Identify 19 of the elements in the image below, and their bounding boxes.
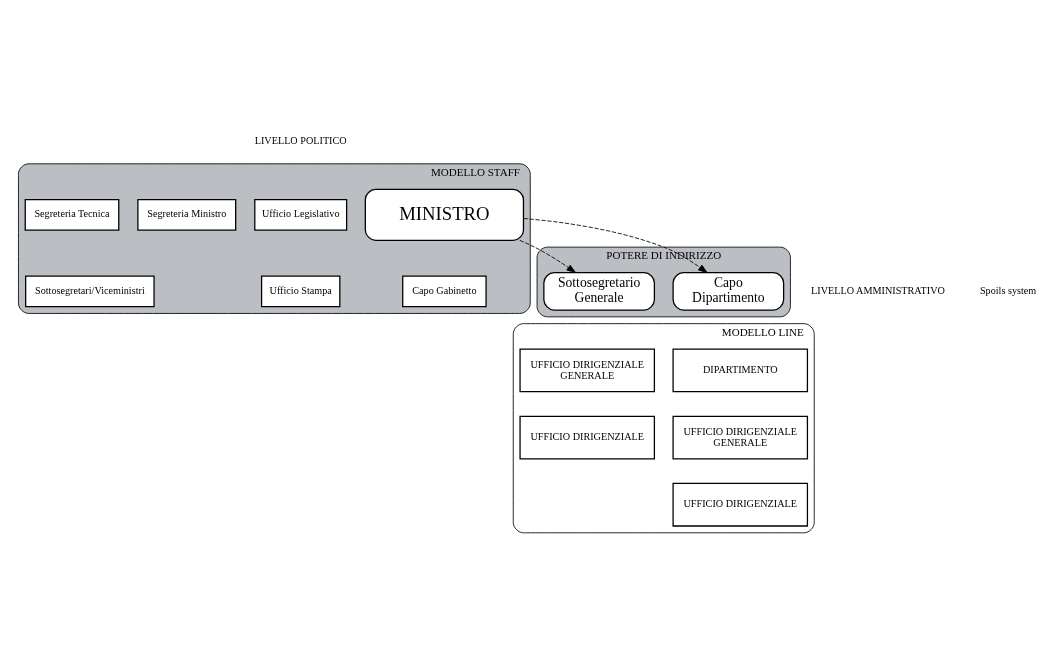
arrow xyxy=(523,218,708,273)
label: LIVELLO POLITICO xyxy=(254,135,347,147)
node-box: Segreteria Tecnica xyxy=(24,198,120,231)
label: Spoils system xyxy=(979,284,1037,296)
node-box: MINISTRO xyxy=(364,188,525,241)
node-box: UFFICIO DIRIGENZIALE xyxy=(672,482,809,527)
node-box: DIPARTIMENTO xyxy=(672,348,809,393)
node-box: UFFICIO DIRIGENZIALE GENERALE xyxy=(672,415,809,460)
node-box: UFFICIO DIRIGENZIALE xyxy=(519,415,656,460)
node-box: Ufficio Stampa xyxy=(260,275,341,308)
node-box: Capo Dipartimento xyxy=(672,272,785,311)
node-box: Ufficio Legislativo xyxy=(254,198,348,231)
node-box: Sottosegretari/Viceministri xyxy=(25,275,155,308)
arrow xyxy=(519,239,576,273)
node-box: UFFICIO DIRIGENZIALE GENERALE xyxy=(519,348,656,393)
node-box: Segreteria Ministro xyxy=(137,198,237,231)
label: LIVELLO AMMINISTRATIVO xyxy=(811,284,945,296)
node-box: Sottosegretario Generale xyxy=(543,272,656,311)
node-box: Capo Gabinetto xyxy=(402,275,487,308)
